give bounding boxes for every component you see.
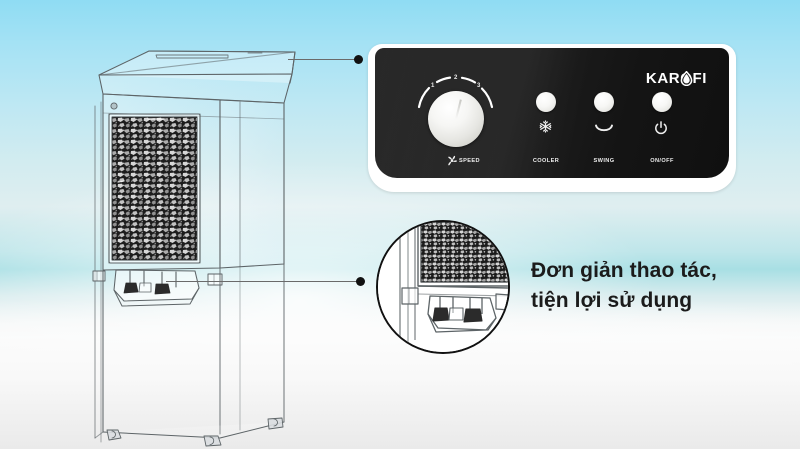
speed-label: SPEED <box>459 158 480 164</box>
knob-pointer-notch <box>455 99 462 120</box>
caption-line-2: tiện lợi sử dụng <box>531 288 693 312</box>
speed-scale-3: 3 <box>477 83 481 89</box>
speed-scale-2: 2 <box>454 75 458 81</box>
control-panel: KAROFI 1 2 3 <box>368 44 736 192</box>
power-button[interactable] <box>652 92 672 112</box>
cooler-label: COOLER <box>532 158 560 164</box>
caption-line-1: Đơn giản thao tác, <box>531 259 717 282</box>
control-panel-face: KAROFI 1 2 3 <box>375 48 729 178</box>
swing-label: SWING <box>593 158 615 164</box>
water-drop-icon <box>680 71 693 86</box>
leader-dot-panel <box>354 55 363 64</box>
logo-text-kar: KAROFI <box>645 70 707 87</box>
speed-knob-assembly[interactable]: 1 2 3 <box>413 66 499 152</box>
speed-scale-arc <box>417 76 494 109</box>
faucet-zoom-callout <box>376 220 510 354</box>
cooler-button[interactable] <box>536 92 556 112</box>
karofi-logo: KAROFI <box>646 70 707 87</box>
swing-arc-icon <box>595 124 613 132</box>
fan-icon <box>448 155 457 166</box>
leader-dot-faucet <box>356 277 365 286</box>
leader-line-panel <box>288 59 358 60</box>
speed-scale-1: 1 <box>431 83 435 89</box>
leader-line-faucet <box>166 281 362 282</box>
snowflake-icon <box>539 120 552 133</box>
faucet-detail-drawing <box>378 222 508 352</box>
swing-button[interactable] <box>594 92 614 112</box>
product-illustration <box>52 18 332 449</box>
power-label: ON/OFF <box>650 158 674 164</box>
feature-caption: Đơn giản thao tác, tiện lợi sử dụng <box>531 256 781 316</box>
speed-knob[interactable] <box>428 91 484 147</box>
power-icon <box>655 121 667 135</box>
